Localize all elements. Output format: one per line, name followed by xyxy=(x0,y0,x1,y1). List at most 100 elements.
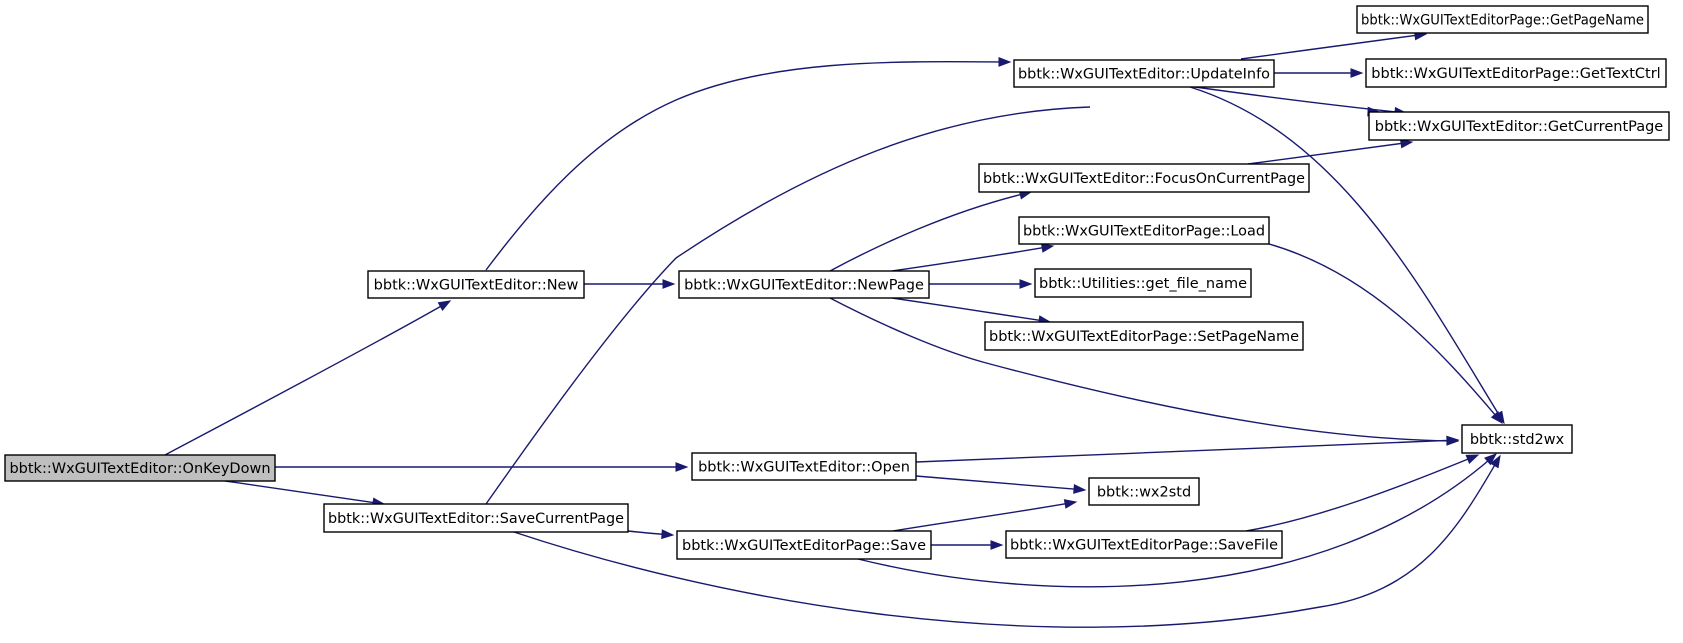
node-box[interactable] xyxy=(4,454,276,482)
node-std2wx[interactable]: bbtk::std2wx xyxy=(1461,424,1573,454)
edge-newpage-to-getfilename xyxy=(929,279,1033,289)
edge-newpage-to-pageload xyxy=(891,243,1055,272)
arrowhead-icon xyxy=(998,56,1012,67)
edge-pagesave-to-wx2std xyxy=(892,499,1078,532)
edge-onkeydown-to-new xyxy=(164,300,452,456)
arrowhead-icon xyxy=(662,279,676,289)
node-box[interactable] xyxy=(1018,216,1270,245)
edge-open-to-std2wx xyxy=(915,435,1460,463)
edge-updateinfo-to-gettextctrl xyxy=(1274,68,1364,78)
node-box[interactable] xyxy=(367,270,585,299)
nodes-layer: bbtk::WxGUITextEditor::OnKeyDownbbtk::Wx… xyxy=(4,5,1670,560)
edge-pagesave-to-std2wx xyxy=(857,453,1498,588)
node-setpagename[interactable]: bbtk::WxGUITextEditorPage::SetPageName xyxy=(984,321,1304,351)
node-gettextctrl[interactable]: bbtk::WxGUITextEditorPage::GetTextCtrl xyxy=(1365,58,1667,88)
arrowhead-icon xyxy=(1019,279,1033,289)
edge-line xyxy=(892,502,1069,532)
edge-line xyxy=(1268,243,1498,418)
node-box[interactable] xyxy=(691,452,917,481)
node-savefile[interactable]: bbtk::WxGUITextEditorPage::SaveFile xyxy=(1005,530,1283,559)
node-label: bbtk::WxGUITextEditorPage::SetPageName xyxy=(989,329,1299,345)
edge-pagesave-to-savefile xyxy=(930,540,1004,550)
edge-line xyxy=(915,439,1451,463)
node-newpage[interactable]: bbtk::WxGUITextEditor::NewPage xyxy=(678,270,930,299)
node-label: bbtk::wx2std xyxy=(1097,485,1191,501)
edge-onkeydown-to-savecurrentpage xyxy=(224,480,386,508)
edge-pageload-to-std2wx xyxy=(1268,243,1503,425)
node-pageload[interactable]: bbtk::WxGUITextEditorPage::Load xyxy=(1018,216,1270,245)
node-label: bbtk::WxGUITextEditorPage::GetPageName xyxy=(1361,13,1644,29)
node-label: bbtk::WxGUITextEditorPage::SaveFile xyxy=(1010,538,1278,554)
node-label: bbtk::std2wx xyxy=(1470,432,1565,448)
node-box[interactable] xyxy=(1368,111,1670,141)
node-getpagename[interactable]: bbtk::WxGUITextEditorPage::GetPageName xyxy=(1356,5,1649,34)
edge-line xyxy=(1247,142,1405,165)
node-box[interactable] xyxy=(323,503,629,533)
node-label: bbtk::WxGUITextEditorPage::Load xyxy=(1023,224,1265,240)
node-getfilename[interactable]: bbtk::Utilities::get_file_name xyxy=(1034,268,1252,298)
node-box[interactable] xyxy=(1013,59,1275,88)
node-box[interactable] xyxy=(1088,477,1200,506)
edge-open-to-wx2std xyxy=(915,475,1087,494)
node-box[interactable] xyxy=(676,530,932,560)
edge-line xyxy=(1189,86,1501,417)
node-label: bbtk::WxGUITextEditor::OnKeyDown xyxy=(9,461,270,477)
arrowhead-icon xyxy=(1446,435,1460,446)
edge-savecurrentpage-to-pagesave xyxy=(627,529,675,540)
edge-line xyxy=(485,106,1091,505)
node-label: bbtk::WxGUITextEditor::GetCurrentPage xyxy=(1375,119,1664,135)
arrowhead-icon xyxy=(990,540,1004,550)
edge-line xyxy=(1240,34,1419,60)
edge-onkeydown-to-open xyxy=(274,462,689,472)
arrowhead-icon xyxy=(1465,454,1480,464)
node-wx2std[interactable]: bbtk::wx2std xyxy=(1088,477,1200,506)
arrowhead-icon xyxy=(1490,454,1501,469)
node-updateinfo[interactable]: bbtk::WxGUITextEditor::UpdateInfo xyxy=(1013,59,1275,88)
arrowhead-icon xyxy=(437,300,452,311)
node-onkeydown[interactable]: bbtk::WxGUITextEditor::OnKeyDown xyxy=(4,454,276,482)
node-box[interactable] xyxy=(1034,268,1252,298)
node-label: bbtk::WxGUITextEditor::New xyxy=(374,278,579,294)
node-label: bbtk::Utilities::get_file_name xyxy=(1039,276,1247,292)
node-label: bbtk::WxGUITextEditor::NewPage xyxy=(684,278,924,294)
edge-newpage-to-focusoncurrentpage xyxy=(829,190,1033,272)
edge-line xyxy=(891,297,1043,322)
node-box[interactable] xyxy=(1005,530,1283,559)
node-box[interactable] xyxy=(1365,58,1667,88)
node-box[interactable] xyxy=(978,163,1310,193)
edge-line xyxy=(891,246,1046,272)
node-focusoncurrentpage[interactable]: bbtk::WxGUITextEditor::FocusOnCurrentPag… xyxy=(978,163,1310,193)
edge-line xyxy=(915,475,1078,490)
arrowhead-icon xyxy=(661,529,675,540)
node-getcurrentpage[interactable]: bbtk::WxGUITextEditor::GetCurrentPage xyxy=(1368,111,1670,141)
edge-line xyxy=(857,458,1491,588)
node-new[interactable]: bbtk::WxGUITextEditor::New xyxy=(367,270,585,299)
node-label: bbtk::WxGUITextEditor::UpdateInfo xyxy=(1018,67,1270,83)
edge-newpage-to-std2wx xyxy=(829,297,1460,446)
edge-line xyxy=(627,530,666,536)
node-box[interactable] xyxy=(678,270,930,299)
edge-new-to-updateinfo xyxy=(485,56,1012,271)
node-label: bbtk::WxGUITextEditor::SaveCurrentPage xyxy=(328,511,624,527)
edge-line xyxy=(829,297,1451,442)
arrowhead-icon xyxy=(1040,243,1055,253)
edge-updateinfo-to-getpagename xyxy=(1240,30,1428,60)
arrowhead-icon xyxy=(1490,411,1503,425)
arrowhead-icon xyxy=(675,462,689,472)
node-box[interactable] xyxy=(984,321,1304,351)
node-savecurrentpage[interactable]: bbtk::WxGUITextEditor::SaveCurrentPage xyxy=(323,503,629,533)
node-label: bbtk::WxGUITextEditor::Open xyxy=(698,460,910,476)
edges-layer xyxy=(164,30,1505,628)
node-box[interactable] xyxy=(1461,424,1573,454)
edge-line xyxy=(1245,457,1471,532)
node-open[interactable]: bbtk::WxGUITextEditor::Open xyxy=(691,452,917,481)
node-pagesave[interactable]: bbtk::WxGUITextEditorPage::Save xyxy=(676,530,932,560)
edge-newpage-to-setpagename xyxy=(891,297,1052,326)
arrowhead-icon xyxy=(1063,499,1078,509)
arrowhead-icon xyxy=(1073,484,1087,494)
edge-line xyxy=(485,60,1003,271)
edge-focusoncurrentpage-to-getcurrentpage xyxy=(1247,138,1414,165)
edge-line xyxy=(829,193,1024,272)
node-box[interactable] xyxy=(1356,5,1649,34)
